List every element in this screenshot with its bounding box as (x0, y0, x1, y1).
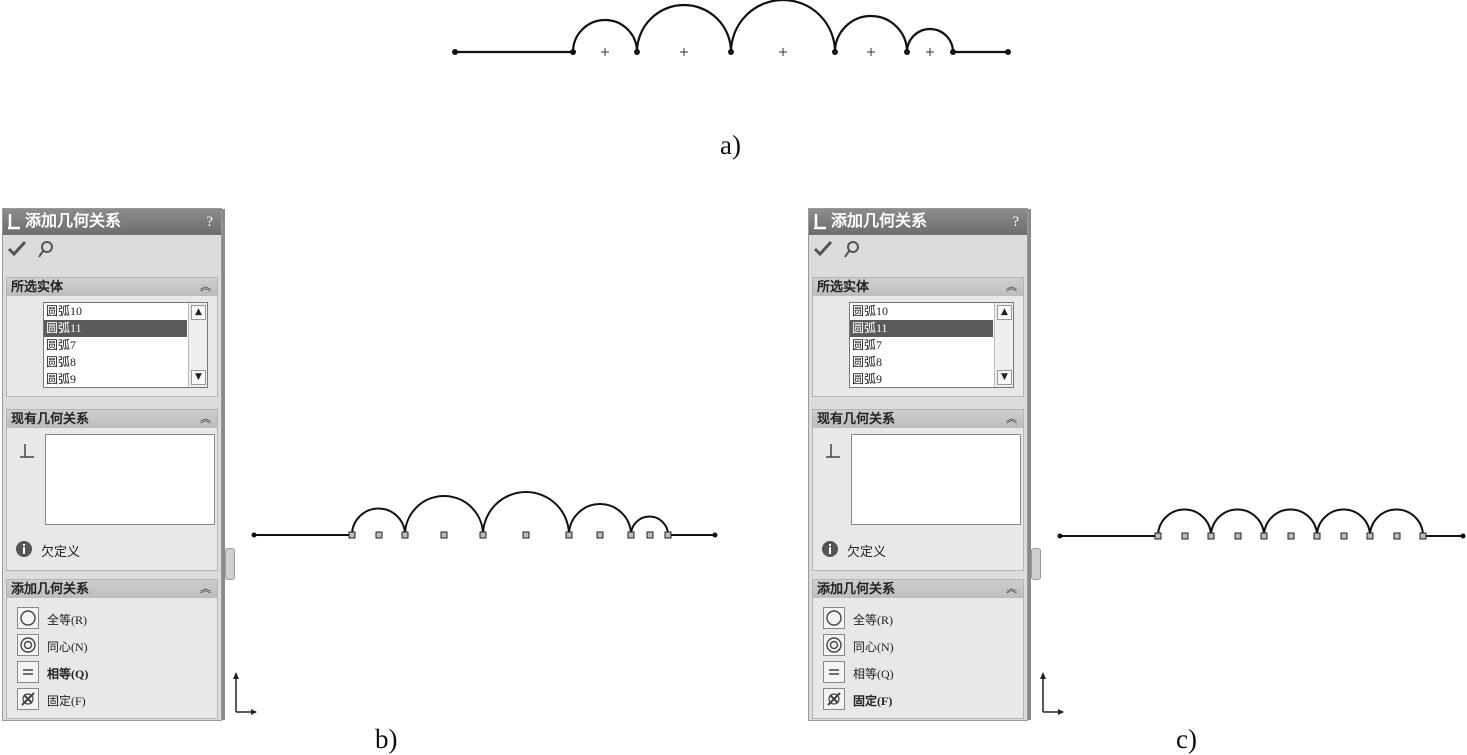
panel-title: 添加几何关系 (831, 213, 928, 230)
list-item-selected[interactable]: 圆弧11 (44, 320, 187, 337)
list-scrollbar[interactable]: ▲ ▼ (994, 303, 1013, 387)
pushpin-icon[interactable] (843, 239, 861, 259)
selected-entities-list[interactable]: 圆弧10 圆弧11 圆弧7 圆弧8 圆弧9 ▲ ▼ (849, 302, 1014, 388)
equal-icon (23, 669, 33, 675)
selected-entities-section: 所选实体︽ 圆弧10 圆弧11 圆弧7 圆弧8 圆弧9 ▲ ▼ (6, 277, 218, 397)
selected-entities-list[interactable]: 圆弧10 圆弧11 圆弧7 圆弧8 圆弧9 ▲ ▼ (43, 302, 208, 388)
property-manager-panel-c: 添加几何关系 ? 所选实体︽ 圆弧10 圆弧11 圆弧7 圆弧8 圆弧9 ▲ ▼… (808, 208, 1031, 721)
coordinate-axes-icon (233, 672, 257, 715)
ok-check-icon[interactable] (7, 239, 27, 259)
list-item-selected[interactable]: 圆弧11 (850, 320, 993, 337)
panel-resize-grip[interactable] (225, 548, 235, 580)
section-header[interactable]: 添加几何关系︽ (7, 580, 217, 598)
congruent-icon (826, 610, 842, 626)
sketch-b (251, 491, 718, 539)
sketch-a (452, 0, 1011, 56)
existing-relations-section: 现有几何关系︽ 欠定义 (812, 409, 1024, 571)
collapse-chevron-icon[interactable]: ︽ (1006, 583, 1017, 595)
perpendicular-relation-icon (814, 214, 826, 230)
concentric-icon (20, 637, 36, 653)
status-text: 欠定义 (847, 544, 887, 559)
list-scrollbar[interactable]: ▲ ▼ (188, 303, 207, 387)
ok-check-icon[interactable] (813, 239, 833, 259)
collapse-chevron-icon[interactable]: ︽ (200, 413, 211, 425)
sketch-c (1057, 508, 1466, 540)
section-header[interactable]: 现有几何关系︽ (813, 410, 1023, 428)
property-manager-panel-b: 添加几何关系 ? 所选实体︽ 圆弧10 圆弧11 圆弧7 圆弧8 圆弧9 ▲ ▼… (2, 208, 225, 721)
existing-relations-list[interactable] (45, 434, 215, 525)
list-item[interactable]: 圆弧10 (46, 304, 83, 318)
pushpin-icon[interactable] (37, 239, 55, 259)
fix-icon (21, 692, 35, 706)
fix-icon (827, 692, 841, 706)
info-icon (16, 541, 32, 557)
caption-c: c) (1176, 724, 1197, 754)
collapse-chevron-icon[interactable]: ︽ (200, 583, 211, 595)
info-icon (822, 541, 838, 557)
list-item[interactable]: 圆弧10 (852, 304, 889, 318)
coordinate-axes-icon (1040, 672, 1064, 715)
perpendicular-relation-icon (8, 214, 20, 230)
panel-resize-grip[interactable] (1031, 548, 1041, 580)
scroll-up-icon[interactable]: ▲ (997, 305, 1012, 320)
equal-icon (829, 669, 839, 675)
list-item[interactable]: 圆弧8 (852, 355, 883, 369)
list-item[interactable]: 圆弧7 (852, 338, 883, 352)
section-header[interactable]: 添加几何关系︽ (813, 580, 1023, 598)
congruent-icon (20, 610, 36, 626)
panel-title: 添加几何关系 (25, 213, 122, 230)
collapse-chevron-icon[interactable]: ︽ (1006, 413, 1017, 425)
selected-entities-section: 所选实体︽ 圆弧10 圆弧11 圆弧7 圆弧8 圆弧9 ▲ ▼ (812, 277, 1024, 397)
existing-relations-section: 现有几何关系︽ 欠定义 (6, 409, 218, 571)
list-item[interactable]: 圆弧8 (46, 355, 77, 369)
collapse-chevron-icon[interactable]: ︽ (1006, 281, 1017, 293)
add-relations-section: 添加几何关系︽ 全等(R) 同心(N) 相等(Q) 固定(F) (6, 579, 218, 719)
caption-a: a) (720, 130, 741, 160)
scroll-down-icon[interactable]: ▼ (191, 370, 206, 385)
panel-title-bar: 添加几何关系 ? (809, 209, 1027, 235)
help-button[interactable]: ? (1012, 214, 1019, 230)
status-text: 欠定义 (41, 544, 81, 559)
caption-b: b) (375, 724, 398, 754)
add-relations-section: 添加几何关系︽ 全等(R) 同心(N) 相等(Q) 固定(F) (812, 579, 1024, 719)
collapse-chevron-icon[interactable]: ︽ (200, 281, 211, 293)
perpendicular-relation-icon (826, 444, 840, 458)
concentric-icon (826, 637, 842, 653)
section-header[interactable]: 现有几何关系︽ (7, 410, 217, 428)
list-item[interactable]: 圆弧7 (46, 338, 77, 352)
existing-relations-list[interactable] (851, 434, 1021, 525)
help-button[interactable]: ? (206, 214, 213, 230)
panel-title-bar: 添加几何关系 ? (3, 209, 221, 235)
section-header[interactable]: 所选实体︽ (7, 278, 217, 296)
section-header[interactable]: 所选实体︽ (813, 278, 1023, 296)
scroll-down-icon[interactable]: ▼ (997, 370, 1012, 385)
perpendicular-relation-icon (20, 444, 34, 458)
list-item[interactable]: 圆弧9 (46, 372, 77, 386)
list-item[interactable]: 圆弧9 (852, 372, 883, 386)
scroll-up-icon[interactable]: ▲ (191, 305, 206, 320)
